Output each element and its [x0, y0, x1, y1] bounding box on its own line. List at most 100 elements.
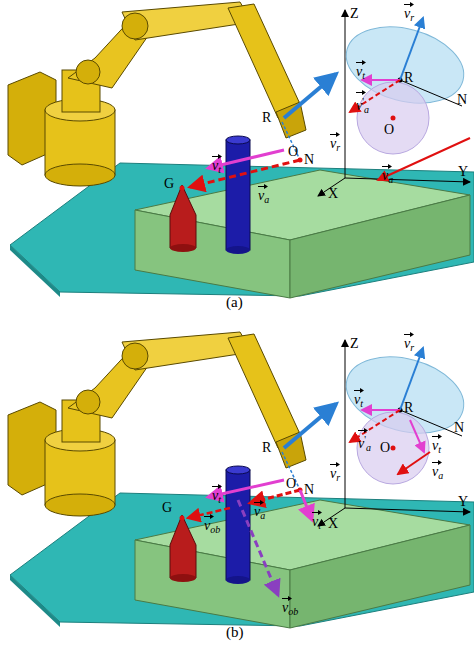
- label-part: t: [360, 398, 363, 409]
- illustration-use: [8, 332, 474, 628]
- point-label: O: [286, 476, 296, 492]
- point-label: Z: [350, 6, 359, 22]
- point-label: N: [304, 152, 314, 168]
- vector-arrow-head: [364, 428, 368, 433]
- vector-label: va: [258, 184, 269, 208]
- vector-label: vr: [330, 462, 340, 486]
- vector-label: v'a: [358, 428, 371, 456]
- illustration-line: [398, 452, 430, 474]
- point-label: O: [384, 122, 394, 138]
- vector-arrow-head: [336, 132, 340, 137]
- vector-label: va: [382, 164, 393, 188]
- label-part: ob: [288, 606, 298, 617]
- vector-arrow: [404, 332, 414, 337]
- label-part: v: [330, 136, 336, 151]
- vector-symbol: va: [382, 164, 393, 188]
- vector-symbol: va: [432, 460, 443, 484]
- vector-symbol: vt: [212, 484, 221, 508]
- vector-label: vt: [212, 154, 221, 178]
- label-part: r: [336, 472, 340, 483]
- subfigure-caption: (a): [226, 294, 243, 310]
- vector-arrow: [382, 164, 392, 169]
- label-part: t: [218, 494, 221, 505]
- label-part: ': [364, 434, 366, 445]
- vector-arrow-head: [318, 510, 322, 515]
- illustration-use: [318, 340, 472, 526]
- vector-symbol: vr: [330, 132, 340, 156]
- illustration-line: [378, 138, 470, 180]
- vector-arrow-head: [210, 514, 214, 519]
- point-label: X: [328, 516, 338, 532]
- point-label: R: [404, 70, 413, 86]
- label-part: v: [354, 392, 360, 407]
- vector-label: v'a: [356, 90, 369, 118]
- illustration-line: [410, 420, 424, 452]
- vector-arrow: [258, 184, 268, 189]
- vector-arrow-head: [218, 154, 222, 159]
- vector-arrow: [330, 132, 340, 137]
- label-part: t: [318, 520, 321, 531]
- vector-label: va: [432, 460, 443, 484]
- label-part: ob: [210, 524, 220, 535]
- vector-symbol: va: [254, 500, 265, 524]
- vector-arrow: [282, 596, 292, 601]
- vector-symbol: vob: [282, 596, 298, 620]
- label-part: t: [362, 70, 365, 81]
- label-part: v: [312, 514, 318, 529]
- label-part: a: [366, 442, 371, 453]
- label-part: r: [410, 342, 414, 353]
- illustration-use: [318, 10, 472, 196]
- label-part: v: [258, 188, 264, 203]
- point-label: R: [262, 440, 271, 456]
- label-part: a: [438, 470, 443, 481]
- label-part: r: [336, 142, 340, 153]
- label-part: t: [438, 444, 441, 455]
- vector-arrow-head: [336, 462, 340, 467]
- vector-arrow-head: [264, 184, 268, 189]
- label-part: v: [432, 438, 438, 453]
- vector-arrow: [312, 510, 322, 515]
- subfigure-caption: (b): [226, 624, 244, 640]
- vector-label: vt: [356, 60, 365, 84]
- label-part: a: [364, 104, 369, 115]
- vector-symbol: vt: [356, 60, 365, 84]
- vector-label: vr: [404, 2, 414, 26]
- vector-arrow-head: [410, 332, 414, 337]
- illustration-use: [8, 2, 474, 298]
- illustration-line: [238, 500, 278, 595]
- label-part: a: [260, 510, 265, 521]
- vector-label: vob: [204, 514, 220, 538]
- label-part: ': [362, 96, 364, 107]
- vector-label: vr: [330, 132, 340, 156]
- vector-arrow: [404, 2, 414, 7]
- vector-arrow: [358, 428, 368, 433]
- point-label: N: [454, 420, 464, 436]
- vector-symbol: vob: [204, 514, 220, 538]
- vector-arrow: [356, 90, 366, 95]
- vector-symbol: vt: [354, 388, 363, 412]
- vector-label: vt: [312, 510, 321, 534]
- vector-arrow: [356, 60, 366, 65]
- vector-arrow-head: [260, 500, 264, 505]
- vector-label: vr: [404, 332, 414, 356]
- vector-label: vob: [282, 596, 298, 620]
- vector-arrow: [432, 460, 442, 465]
- vector-arrow-head: [362, 60, 366, 65]
- inset-b-extra: [398, 420, 430, 474]
- vector-symbol: va: [258, 184, 269, 208]
- vector-arrow-head: [362, 90, 366, 95]
- vector-arrow: [204, 514, 214, 519]
- label-part: v: [432, 464, 438, 479]
- vector-symbol: vr: [404, 2, 414, 26]
- point-label: Y: [458, 164, 468, 180]
- vector-label: vt: [212, 484, 221, 508]
- vector-arrow: [254, 500, 264, 505]
- label-part: a: [388, 174, 393, 185]
- vector-arrow-head: [388, 164, 392, 169]
- vector-arrow-head: [438, 460, 442, 465]
- vector-arrow: [212, 484, 222, 489]
- label-part: a: [264, 194, 269, 205]
- vector-symbol: v'a: [358, 428, 371, 456]
